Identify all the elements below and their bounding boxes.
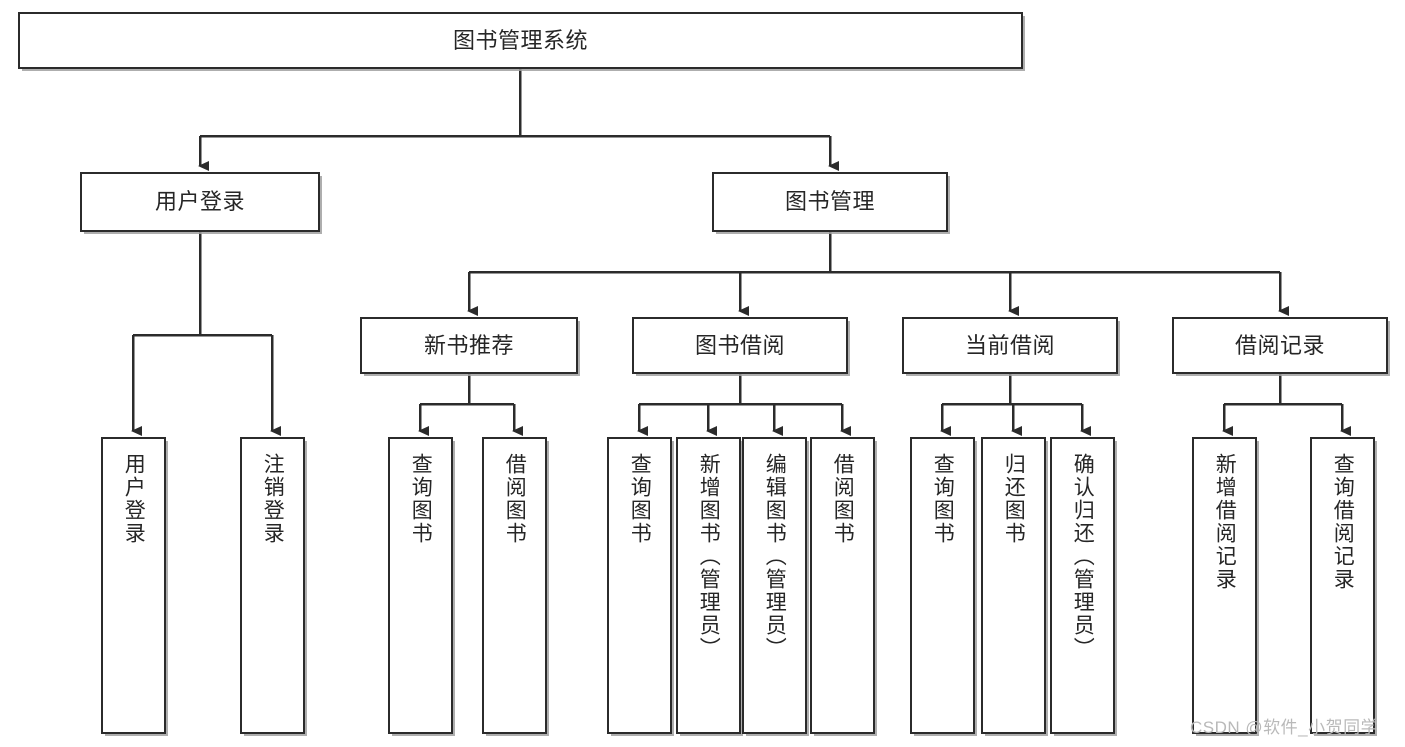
node-leaf-borrow-book-1-label: 借阅图书 (503, 453, 527, 545)
node-leaf-confirm-return-label: 确认归还（管理员） (1071, 453, 1095, 660)
node-borrow-record-label: 借阅记录 (1234, 332, 1325, 358)
node-user-login-label: 用户登录 (154, 189, 245, 215)
node-leaf-user-login-label: 用户登录 (122, 453, 146, 545)
node-leaf-query-book-1-label: 查询图书 (409, 453, 433, 545)
node-leaf-borrow-book-2[interactable]: 借阅图书 (810, 437, 875, 734)
node-leaf-add-book[interactable]: 新增图书（管理员） (676, 437, 741, 734)
node-leaf-borrow-book-2-label: 借阅图书 (831, 453, 855, 545)
node-book-manage-label: 图书管理 (784, 189, 875, 215)
node-leaf-edit-book[interactable]: 编辑图书（管理员） (742, 437, 807, 734)
node-leaf-query-book-2[interactable]: 查询图书 (607, 437, 672, 734)
node-leaf-borrow-book-1[interactable]: 借阅图书 (482, 437, 547, 734)
node-leaf-query-record-label: 查询借阅记录 (1331, 453, 1355, 591)
node-user-login[interactable]: 用户登录 (80, 172, 320, 232)
node-leaf-query-book-2-label: 查询图书 (628, 453, 652, 545)
node-leaf-user-logout-label: 注销登录 (261, 453, 285, 545)
node-book-borrow[interactable]: 图书借阅 (632, 317, 848, 374)
csdn-watermark: CSDN @软件_小贺同学 (1190, 718, 1379, 737)
node-new-book-recommend[interactable]: 新书推荐 (360, 317, 578, 374)
node-leaf-query-book-3-label: 查询图书 (931, 453, 955, 545)
node-leaf-add-record-label: 新增借阅记录 (1213, 453, 1237, 591)
node-root[interactable]: 图书管理系统 (18, 12, 1023, 69)
node-leaf-add-record[interactable]: 新增借阅记录 (1192, 437, 1257, 734)
node-current-borrow[interactable]: 当前借阅 (902, 317, 1118, 374)
node-leaf-user-login[interactable]: 用户登录 (101, 437, 166, 734)
node-leaf-query-book-1[interactable]: 查询图书 (388, 437, 453, 734)
node-leaf-edit-book-label: 编辑图书（管理员） (763, 453, 787, 660)
node-leaf-query-book-3[interactable]: 查询图书 (910, 437, 975, 734)
node-leaf-confirm-return[interactable]: 确认归还（管理员） (1050, 437, 1115, 734)
node-leaf-return-book-label: 归还图书 (1002, 453, 1026, 545)
node-root-label: 图书管理系统 (452, 27, 588, 53)
node-new-book-recommend-label: 新书推荐 (423, 332, 514, 358)
node-current-borrow-label: 当前借阅 (964, 332, 1055, 358)
node-book-borrow-label: 图书借阅 (694, 332, 785, 358)
node-leaf-query-record[interactable]: 查询借阅记录 (1310, 437, 1375, 734)
node-leaf-return-book[interactable]: 归还图书 (981, 437, 1046, 734)
node-borrow-record[interactable]: 借阅记录 (1172, 317, 1388, 374)
node-leaf-add-book-label: 新增图书（管理员） (697, 453, 721, 660)
node-leaf-user-logout[interactable]: 注销登录 (240, 437, 305, 734)
node-book-manage[interactable]: 图书管理 (712, 172, 948, 232)
